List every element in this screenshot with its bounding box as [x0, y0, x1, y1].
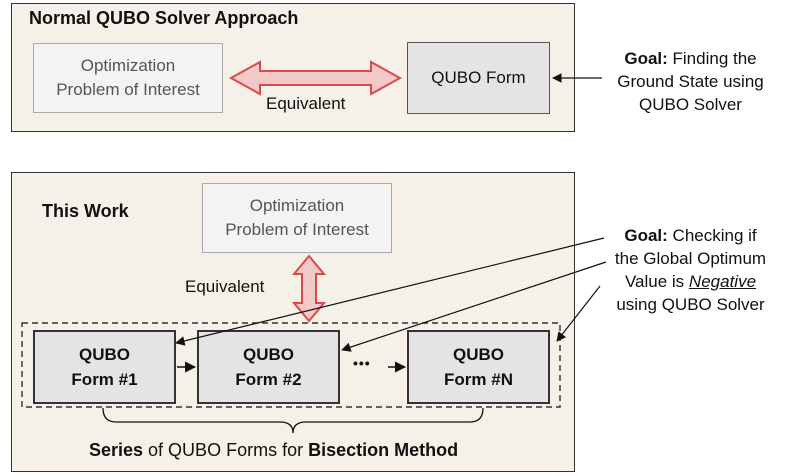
goal-top-line1: Finding the	[667, 49, 757, 68]
series-caption: Series of QUBO Forms for Bisection Metho…	[89, 440, 458, 461]
equivalent-label-top: Equivalent	[266, 94, 346, 113]
qubo-form-n-line1: QUBO	[453, 345, 504, 364]
equivalence-double-arrow-bottom	[291, 254, 327, 323]
qubo-series-dashed-group	[21, 322, 561, 408]
qubo-form-2-box: QUBO Form #2	[197, 330, 340, 404]
goal-text-bottom: Goal: Checking if the Global Optimum Val…	[598, 224, 783, 316]
goal-arrow-to-form-2	[341, 261, 607, 352]
equivalence-double-arrow-top	[228, 60, 403, 96]
goal-top-line3: QUBO Solver	[639, 95, 742, 114]
goal-bold-top: Goal:	[624, 49, 668, 68]
qubo-form-label: QUBO Form	[431, 68, 526, 87]
goal-text-top: Goal: Finding the Ground State using QUB…	[598, 47, 783, 116]
caption-mid: of QUBO Forms for	[143, 440, 309, 460]
normal-approach-title: Normal QUBO Solver Approach	[29, 8, 299, 28]
series-brace	[102, 407, 484, 434]
this-work-title: This Work	[42, 201, 129, 221]
qubo-form-1-line1: QUBO	[78, 345, 130, 364]
goal-bottom-line4: using QUBO Solver	[616, 295, 765, 314]
goal-bold-bottom: Goal:	[624, 226, 668, 245]
qubo-form-2-line2: Form #2	[235, 370, 302, 389]
problem-label-line1: Optimization	[249, 196, 345, 215]
goal-negative-emphasis: Negative	[688, 272, 757, 291]
goal-arrow-to-group	[556, 285, 601, 342]
equivalent-label-bottom: Equivalent	[185, 277, 265, 296]
problem-label-line2: Problem of Interest	[225, 220, 369, 239]
goal-bottom-line1: Checking if	[667, 226, 757, 245]
goal-top-line2: Ground State using	[617, 72, 764, 91]
caption-bold-bisection: Bisection Method	[308, 440, 459, 460]
goal-bottom-line3-pre: Value is	[624, 272, 689, 291]
problem-label-line2: Problem of Interest	[56, 80, 200, 99]
goal-bottom-line2: the Global Optimum	[614, 249, 767, 268]
qubo-form-n-box: QUBO Form #N	[407, 330, 550, 404]
qubo-form-box: QUBO Form	[407, 42, 550, 114]
caption-bold-series: Series	[89, 440, 144, 460]
problem-box-top: Optimization Problem of Interest	[33, 43, 223, 113]
problem-box-bottom: Optimization Problem of Interest	[202, 183, 392, 253]
qubo-form-2-line1: QUBO	[242, 345, 294, 364]
goal-arrow-to-form-1	[175, 237, 605, 346]
problem-label-line1: Optimization	[80, 56, 176, 75]
qubo-form-1-box: QUBO Form #1	[33, 330, 176, 404]
qubo-form-n-line2: Form #N	[444, 370, 513, 389]
ellipsis: •••	[353, 355, 371, 371]
qubo-form-1-line2: Form #1	[71, 370, 138, 389]
